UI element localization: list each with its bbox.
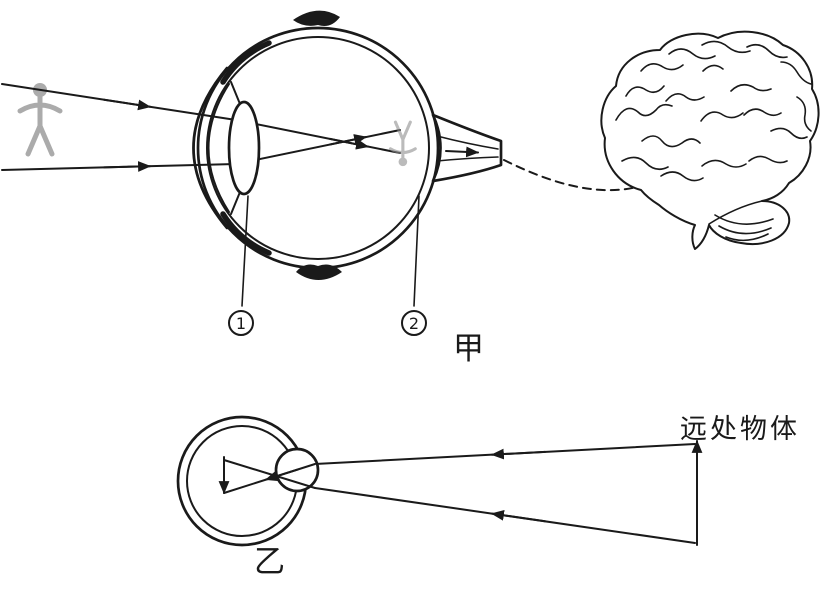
distant-object-label: 远处物体 <box>680 414 800 445</box>
refracted-ray-top <box>235 119 401 154</box>
top-diagram-caption: 甲 <box>453 331 484 367</box>
ray-arrow <box>490 509 546 523</box>
eyeball <box>192 10 440 280</box>
cornea-inner <box>207 83 230 213</box>
optic-nerve-fiber <box>436 135 499 150</box>
cerebellum <box>708 200 774 242</box>
label-circled-1-lens: 1 <box>228 310 254 336</box>
label-circled-2-retina: 2 <box>401 310 427 336</box>
brain-illustration <box>600 30 820 250</box>
nerve-impulse-arrow <box>445 146 480 158</box>
bottom-eye-diagram <box>176 415 703 547</box>
ray-arrow <box>264 468 299 482</box>
sclera-arc-upper <box>220 40 272 85</box>
lens-label-leader-line <box>241 195 249 307</box>
ray-arrow <box>329 134 368 146</box>
retinal-inverted-image <box>388 120 417 168</box>
light-rays <box>1 83 401 172</box>
object-person-figure <box>20 83 60 154</box>
muscle-fin-top <box>293 10 340 26</box>
iris-line-top <box>230 81 241 105</box>
lens <box>227 100 261 196</box>
optic-nerve <box>431 113 503 183</box>
eyeball-inner-wall-retina <box>206 36 430 260</box>
ray-arrow <box>490 448 546 460</box>
iris-line-bottom <box>230 191 241 215</box>
ray-arrow <box>103 161 152 172</box>
circled-2-text: 2 <box>408 313 420 333</box>
cornea-outer <box>192 66 229 230</box>
bottom-diagram-caption: 乙 <box>254 544 285 580</box>
sclera-arc-lower <box>220 211 272 256</box>
muscle-fin-bottom <box>296 264 342 280</box>
brain-outline <box>600 30 820 250</box>
ray-arrow <box>329 137 370 150</box>
circled-1-text: 1 <box>235 313 247 333</box>
ray-arrow <box>103 98 152 111</box>
nerve-to-brain-dashed-path <box>503 159 638 192</box>
retina-label-leader-line <box>413 195 420 307</box>
optic-nerve-fiber <box>436 156 499 162</box>
brain-gyri <box>615 40 812 182</box>
refracted-ray-bottom <box>235 129 401 165</box>
top-eye-diagram <box>1 10 820 307</box>
